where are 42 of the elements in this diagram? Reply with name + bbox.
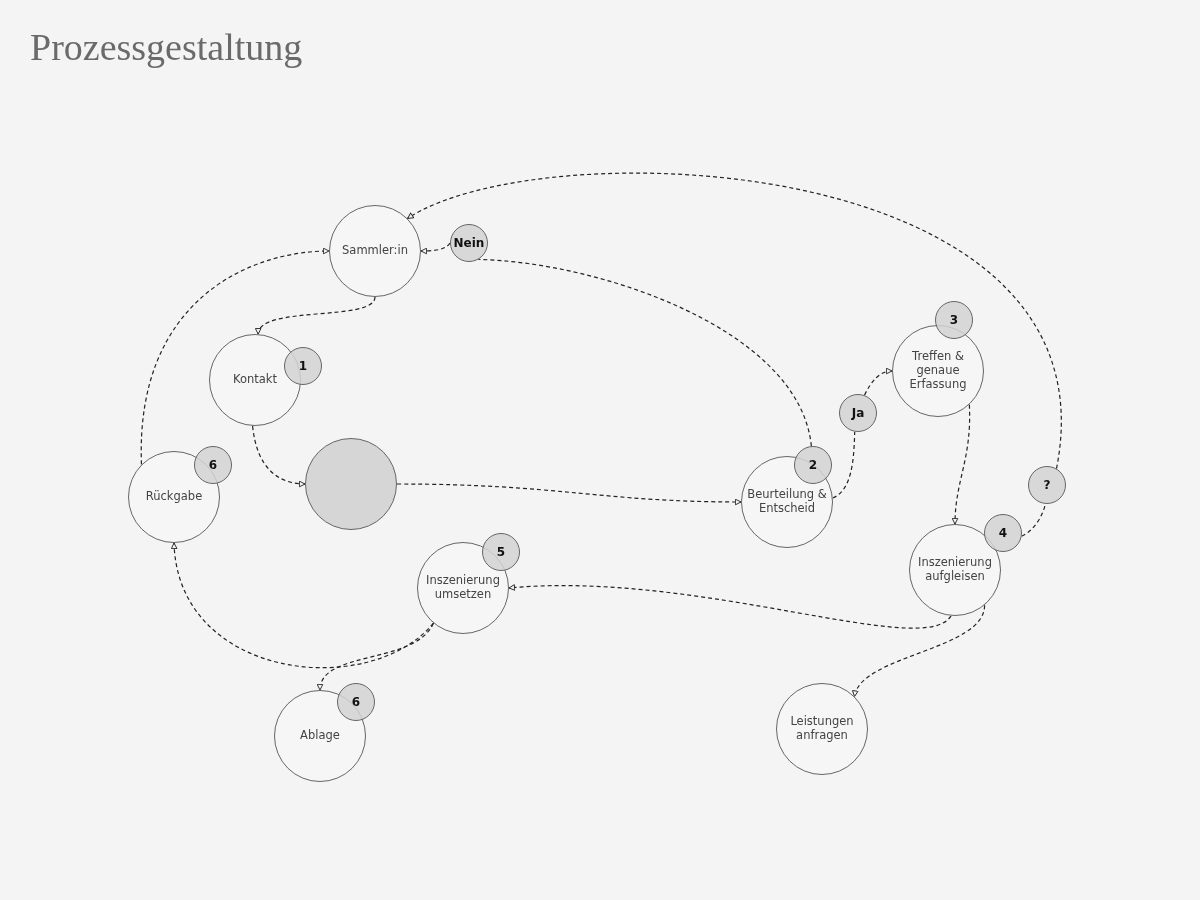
dashed-arrow xyxy=(396,483,742,506)
dashed-arrow xyxy=(140,248,330,466)
badge-label: 3 xyxy=(949,312,959,328)
badge-label: Ja xyxy=(851,405,865,421)
node-label: Sammler:in xyxy=(342,244,408,258)
node-label: Treffen & genaue Erfassung xyxy=(908,350,968,392)
badge-label: 6 xyxy=(351,694,361,710)
dashed-arrow xyxy=(317,622,435,691)
node-label: Kontakt xyxy=(233,373,277,387)
node-label: Beurteilung & Entscheid xyxy=(747,488,827,516)
node-label: Rückgabe xyxy=(145,490,203,504)
dashed-arrow xyxy=(171,542,435,668)
step-badge xyxy=(794,446,832,484)
dashed-arrow xyxy=(951,404,971,525)
diagram-title: Prozessgestaltung xyxy=(30,26,304,68)
badge-label: 1 xyxy=(298,358,308,374)
step-badge xyxy=(482,533,520,571)
step-badge xyxy=(284,347,322,385)
node-label: Inszenierung aufgleisen xyxy=(917,556,993,584)
step-badge xyxy=(839,394,877,432)
dashed-arrow xyxy=(863,368,893,396)
dashed-arrow xyxy=(252,425,306,487)
dashed-arrow xyxy=(508,584,952,629)
dashed-arrow xyxy=(853,604,986,698)
step-badge xyxy=(194,446,232,484)
node-label: Ablage xyxy=(300,729,340,743)
dashed-arrow xyxy=(420,242,451,255)
node-label: Inszenierung umsetzen xyxy=(425,574,501,602)
dashed-arrow xyxy=(257,296,376,335)
badge-label: 5 xyxy=(496,544,506,560)
badge-label: 2 xyxy=(808,457,818,473)
step-badge xyxy=(450,224,488,262)
badge-label: ? xyxy=(1043,477,1051,493)
step-badge xyxy=(935,301,973,339)
step-badge xyxy=(984,514,1022,552)
step-badge xyxy=(337,683,375,721)
badge-label: 6 xyxy=(208,457,218,473)
step-badge xyxy=(1028,466,1066,504)
node-label: Leistungen anfragen xyxy=(789,715,855,743)
badge-label: 4 xyxy=(998,525,1008,541)
badge-label: Nein xyxy=(453,235,485,251)
dashed-arrow xyxy=(406,172,1061,470)
